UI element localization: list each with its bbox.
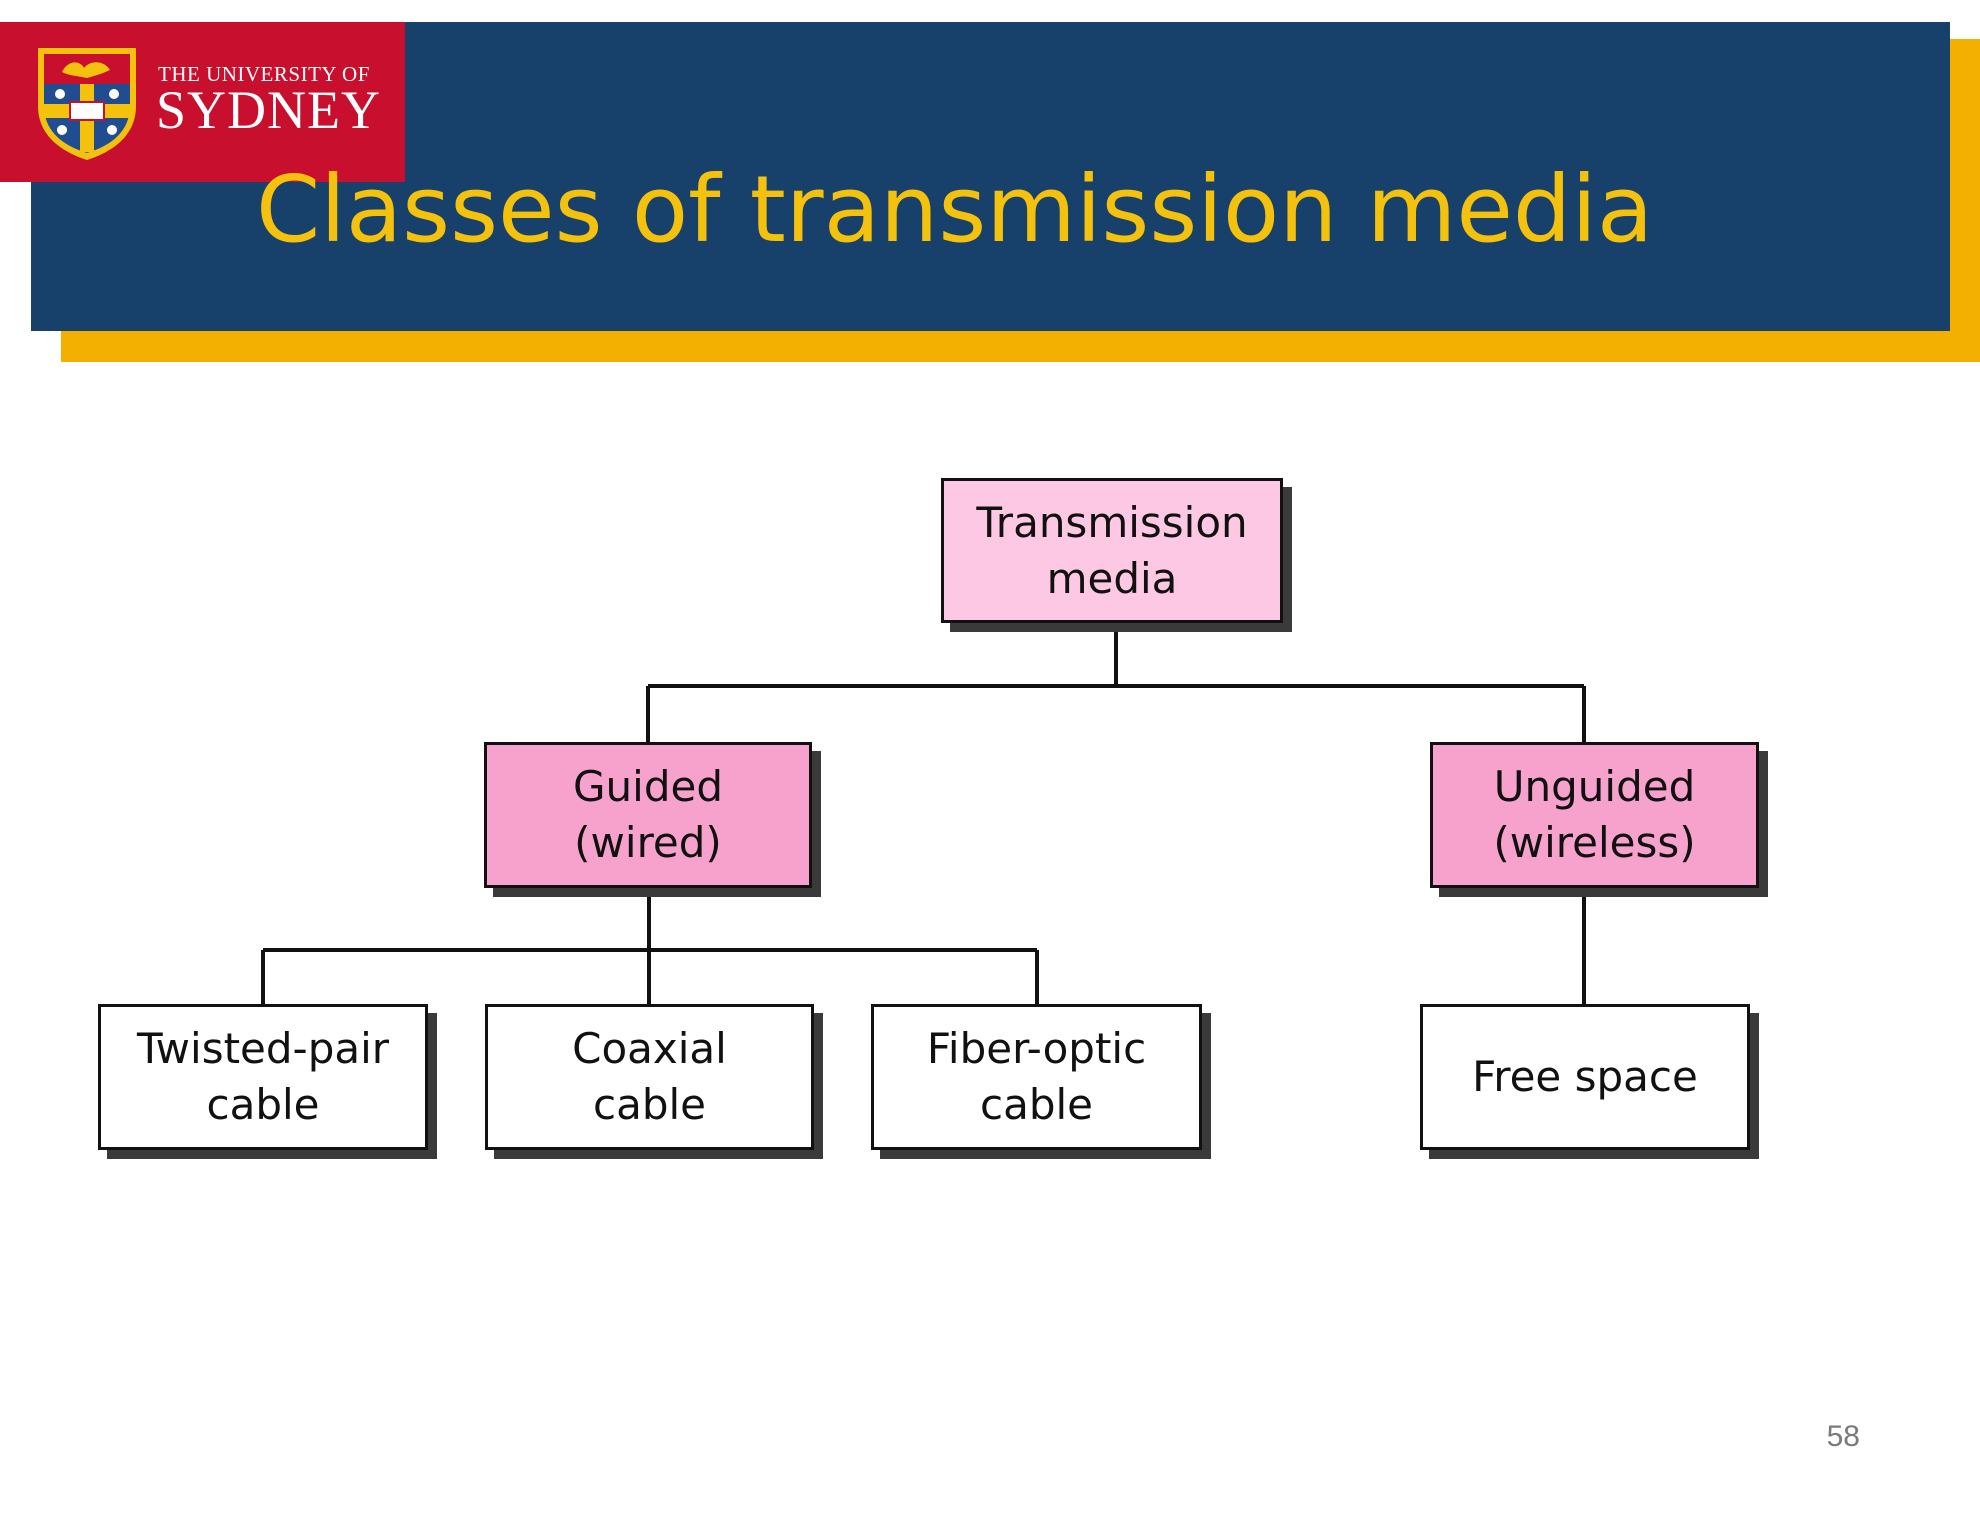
- crest-icon: [38, 48, 136, 160]
- node-coaxial: Coaxial cable: [485, 1004, 814, 1150]
- node-free-space: Free space: [1420, 1004, 1750, 1150]
- node-guided: Guided (wired): [484, 742, 812, 888]
- node-fiber-optic: Fiber-optic cable: [871, 1004, 1202, 1150]
- page-number: 58: [1826, 1420, 1860, 1453]
- logo-text-small: THE UNIVERSITY OF: [158, 62, 370, 86]
- node-unguided: Unguided (wireless): [1430, 742, 1759, 888]
- node-twisted-pair: Twisted-pair cable: [98, 1004, 428, 1150]
- logo-text-big: SYDNEY: [156, 80, 382, 140]
- node-transmission-media: Transmission media: [941, 478, 1283, 623]
- slide-title: Classes of transmission media: [256, 156, 1654, 263]
